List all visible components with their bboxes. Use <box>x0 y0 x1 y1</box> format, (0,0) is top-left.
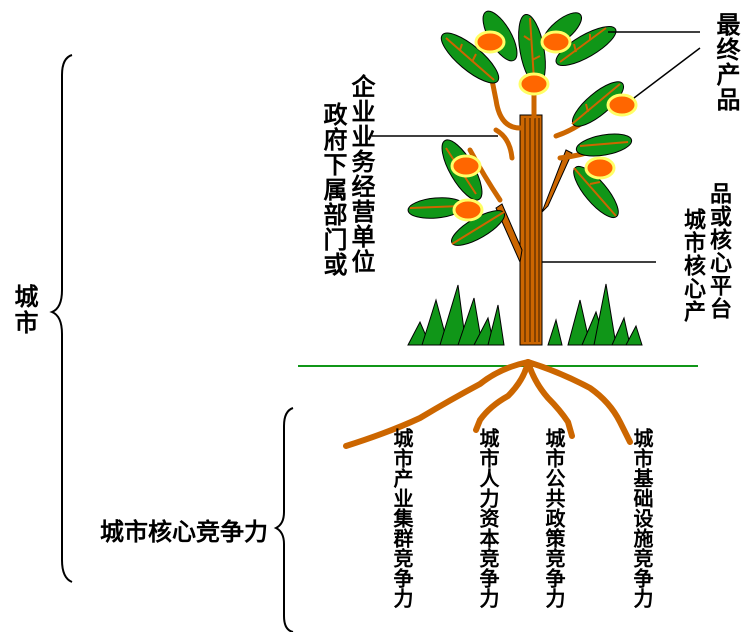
root-label-human-capital: 城市人力资本竞争力 <box>476 428 500 608</box>
fruit <box>452 198 484 222</box>
fruit <box>540 30 572 54</box>
core-product-label-col-2: 城市核心产 <box>680 208 705 323</box>
root-label-industry-cluster: 城市产业集群竞争力 <box>390 428 414 608</box>
tree-trunk <box>519 114 543 346</box>
core-competitiveness-brace <box>273 407 294 632</box>
root-label-infrastructure: 城市基础设施竞争力 <box>630 428 654 608</box>
fruit <box>606 93 638 117</box>
final-product-label: 最终产品 <box>712 12 740 112</box>
city-brace <box>49 54 73 583</box>
enterprise-label-col-2: 政府下属部门或 <box>319 102 347 277</box>
roots <box>343 359 633 449</box>
fruit <box>518 72 550 96</box>
fruits <box>450 30 638 222</box>
fruit <box>474 30 506 54</box>
root-label-public-policy: 城市公共政策竞争力 <box>542 428 566 608</box>
leader-lines <box>372 31 701 263</box>
fruit <box>450 154 482 178</box>
fruit <box>584 156 616 180</box>
leaf-veins <box>409 17 629 245</box>
core-product-label-col-1: 品或核心平台 <box>706 182 731 320</box>
grass-left <box>407 284 505 346</box>
city-label: 城市 <box>10 284 38 336</box>
enterprise-label-col-1: 企业业务经营单位 <box>347 74 375 274</box>
trunk-grain <box>524 118 540 342</box>
core-competitiveness-label: 城市核心竞争力 <box>100 518 268 546</box>
grass-right <box>547 283 643 346</box>
